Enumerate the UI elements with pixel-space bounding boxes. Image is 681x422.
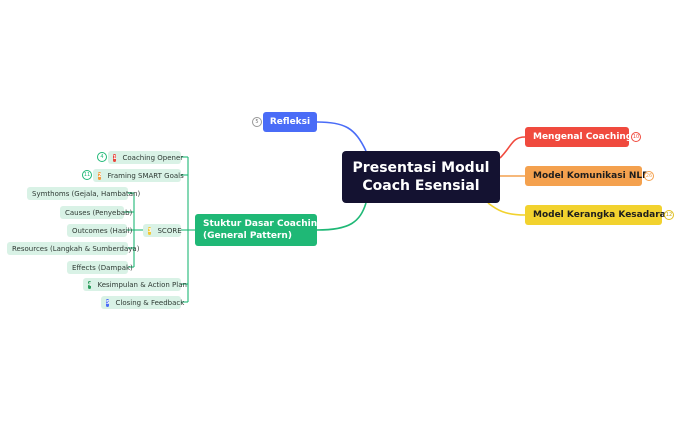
badge-number-1-icon: 1 [113, 153, 117, 162]
topic-model-komunikasi-nlp[interactable]: Model Komunikasi NLP [525, 166, 649, 186]
score-item-resources-label: Resources (Langkah & Sumberdaya) [12, 244, 140, 253]
badge-number-5-icon: 5 [106, 298, 110, 307]
central-title-line1: Presentasi Modul [352, 160, 490, 176]
badge-number-4-icon: 4 [88, 280, 92, 289]
link-struktur [316, 202, 367, 231]
central-topic[interactable]: Presentasi Modul Coach Esensial [342, 151, 500, 203]
collapse-toggle-framing-smart-goals[interactable]: 11 [82, 170, 92, 180]
subtopic-coaching-opener-label: Coaching Opener [122, 153, 184, 162]
topic-mengenal-coaching[interactable]: Mengenal Coaching [525, 127, 633, 147]
topic-mengenal-coaching-label: Mengenal Coaching [533, 132, 633, 142]
central-title-line2: Coach Esensial [362, 178, 480, 194]
topic-struktur-dasar-coaching[interactable]: Stuktur Dasar Coaching (General Pattern) [195, 214, 324, 246]
link-refleksi [316, 121, 367, 152]
subtopic-closing-feedback-label: Closing & Feedback [115, 298, 185, 307]
topic-struktur-label-line1: Stuktur Dasar Coaching [203, 219, 324, 229]
subtopic-score-label: SCORE [157, 226, 182, 235]
subtopic-score[interactable]: 3 SCORE [143, 224, 182, 237]
subtopic-framing-smart-goals[interactable]: 2 Framing SMART Goals [93, 169, 184, 182]
collapse-toggle-coaching-opener[interactable]: 4 [97, 152, 107, 162]
score-item-symthoms-label: Symthoms (Gejala, Hambatan) [32, 189, 141, 198]
link-mengenal [499, 136, 526, 159]
topic-struktur-label-line2: (General Pattern) [203, 231, 292, 241]
score-item-outcomes[interactable]: Outcomes (Hasil) [67, 224, 132, 237]
topic-model-komunikasi-nlp-label: Model Komunikasi NLP [533, 171, 649, 181]
score-item-resources[interactable]: Resources (Langkah & Sumberdaya) [7, 242, 139, 255]
subtopic-kesimpulan-action-plan[interactable]: 4 Kesimpulan & Action Plan [83, 278, 187, 291]
collapse-toggle-model-kerangka-kesadaran[interactable]: 12 [664, 210, 674, 220]
topic-refleksi[interactable]: Refleksi [263, 112, 317, 132]
score-item-symthoms[interactable]: Symthoms (Gejala, Hambatan) [27, 187, 140, 200]
topic-model-kerangka-kesadaran[interactable]: Model Kerangka Kesadaran [525, 205, 672, 225]
collapse-toggle-model-komunikasi-nlp[interactable]: 26 [644, 171, 654, 181]
score-item-outcomes-label: Outcomes (Hasil) [72, 226, 133, 235]
score-item-effects-label: Effects (Dampak) [72, 263, 133, 272]
score-item-causes[interactable]: Causes (Penyebab) [60, 206, 132, 219]
topic-model-kerangka-kesadaran-label: Model Kerangka Kesadaran [533, 210, 673, 220]
score-item-effects[interactable]: Effects (Dampak) [67, 261, 133, 274]
badge-number-2-icon: 2 [98, 171, 102, 180]
collapse-toggle-mengenal-coaching[interactable]: 10 [631, 132, 641, 142]
struktur-fan [181, 156, 195, 303]
score-fan [124, 192, 143, 268]
score-item-causes-label: Causes (Penyebab) [65, 208, 133, 217]
badge-number-3-icon: 3 [148, 226, 152, 235]
topic-refleksi-label: Refleksi [269, 117, 311, 127]
link-kesadaran [487, 202, 526, 216]
subtopic-kesimpulan-action-plan-label: Kesimpulan & Action Plan [97, 280, 187, 289]
subtopic-closing-feedback[interactable]: 5 Closing & Feedback [101, 296, 185, 309]
collapse-toggle-refleksi[interactable]: 5 [252, 117, 262, 127]
subtopic-coaching-opener[interactable]: 1 Coaching Opener [108, 151, 184, 164]
subtopic-framing-smart-goals-label: Framing SMART Goals [107, 171, 184, 180]
